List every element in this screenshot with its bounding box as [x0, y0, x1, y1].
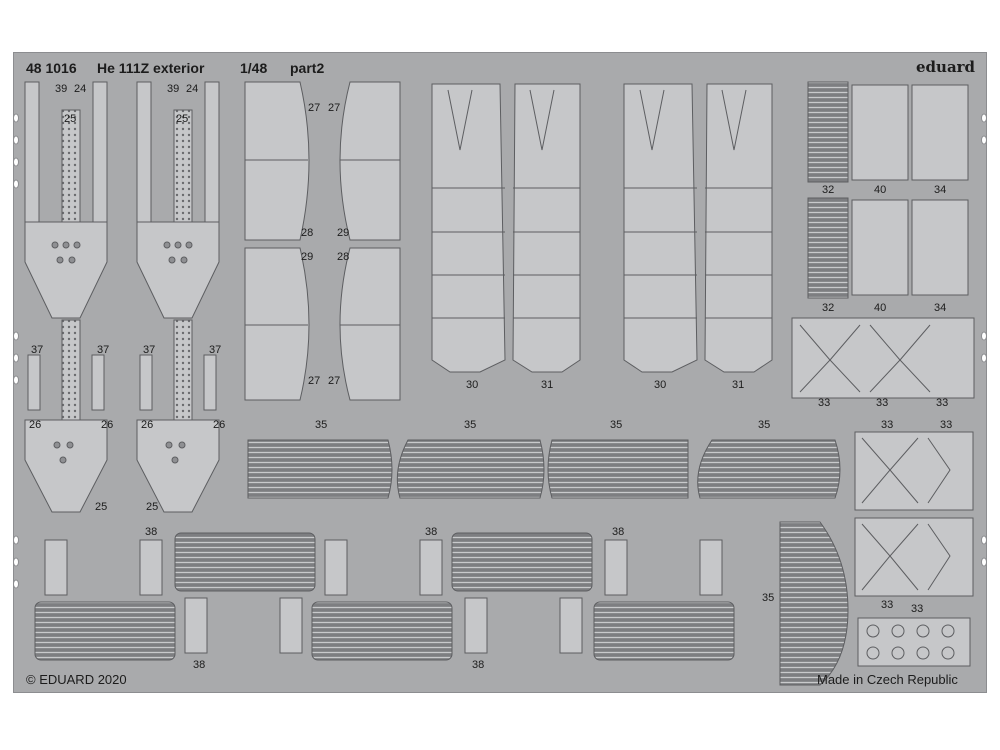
part-label: part2: [290, 60, 325, 76]
part-number: 29: [301, 251, 314, 263]
part-number: 37: [209, 344, 222, 356]
part-number: 25: [146, 501, 159, 513]
part-number: 27: [308, 102, 321, 114]
part-number: 26: [29, 419, 42, 431]
part-number: 37: [143, 344, 156, 356]
part-number: 33: [881, 599, 894, 611]
part-number: 24: [74, 83, 87, 95]
grille-shutter-bottom-row: [34, 532, 735, 661]
part-number: 33: [818, 397, 831, 409]
part-number: 38: [612, 526, 625, 538]
part-number: 38: [145, 526, 158, 538]
part-number: 32: [822, 302, 835, 314]
part-number: 24: [186, 83, 199, 95]
part-number: 25: [176, 113, 189, 125]
part-number: 27: [308, 375, 321, 387]
origin-text: Made in Czech Republic: [817, 672, 958, 687]
x-brace-parts-33: [791, 317, 975, 597]
product-code: 48 1016: [26, 60, 77, 76]
strut-part-left-b: [136, 81, 220, 319]
grille-shutter-row-35: [247, 439, 841, 499]
part-number: 35: [758, 419, 771, 431]
door-panel-27-28-left: [244, 81, 310, 401]
part-number: 34: [934, 184, 947, 196]
copyright-text: © EDUARD 2020: [26, 672, 127, 687]
part-number: 25: [95, 501, 108, 513]
part-number: 26: [101, 419, 114, 431]
part-number: 39: [55, 83, 68, 95]
bracket-parts-38: [44, 539, 723, 654]
part-number: 35: [315, 419, 328, 431]
strip-parts-32: [807, 81, 849, 299]
part-number: 37: [31, 344, 44, 356]
part-number: 30: [654, 379, 667, 391]
disc-parts: [857, 617, 971, 667]
grille-shutter-vertical-35: [779, 521, 849, 686]
part-number: 40: [874, 184, 887, 196]
sprue-drops: [13, 113, 987, 589]
bay-panel-30-31-right: [623, 83, 773, 373]
part-number: 33: [876, 397, 889, 409]
part-number: 27: [328, 102, 341, 114]
strut-part-left-c: [24, 319, 108, 513]
brand-logo: eduard: [916, 58, 976, 76]
part-number: 38: [193, 659, 206, 671]
part-number: 35: [464, 419, 477, 431]
part-number: 37: [97, 344, 110, 356]
part-number: 33: [936, 397, 949, 409]
part-number: 26: [213, 419, 226, 431]
part-number: 27: [328, 375, 341, 387]
strut-part-left-d: [136, 319, 220, 513]
part-number: 26: [141, 419, 154, 431]
door-panel-27-29-right: [339, 81, 401, 401]
strut-part-left-a: [24, 81, 108, 319]
kit-title: He 111Z exterior: [97, 60, 205, 76]
part-number: 28: [301, 227, 314, 239]
part-number: 35: [762, 592, 775, 604]
part-number: 25: [64, 113, 77, 125]
part-number: 35: [610, 419, 623, 431]
frame-parts-40-34: [851, 84, 969, 296]
part-number: 40: [874, 302, 887, 314]
part-number: 28: [337, 251, 350, 263]
bay-panel-30-31-left: [431, 83, 581, 373]
part-number: 33: [940, 419, 953, 431]
part-number: 33: [911, 603, 924, 615]
part-number: 29: [337, 227, 350, 239]
part-number: 33: [881, 419, 894, 431]
part-number: 38: [472, 659, 485, 671]
part-number: 31: [541, 379, 554, 391]
part-number: 39: [167, 83, 180, 95]
part-number: 38: [425, 526, 438, 538]
part-number: 34: [934, 302, 947, 314]
part-number: 31: [732, 379, 745, 391]
part-number: 32: [822, 184, 835, 196]
scale-label: 1/48: [240, 60, 268, 76]
part-number: 30: [466, 379, 479, 391]
